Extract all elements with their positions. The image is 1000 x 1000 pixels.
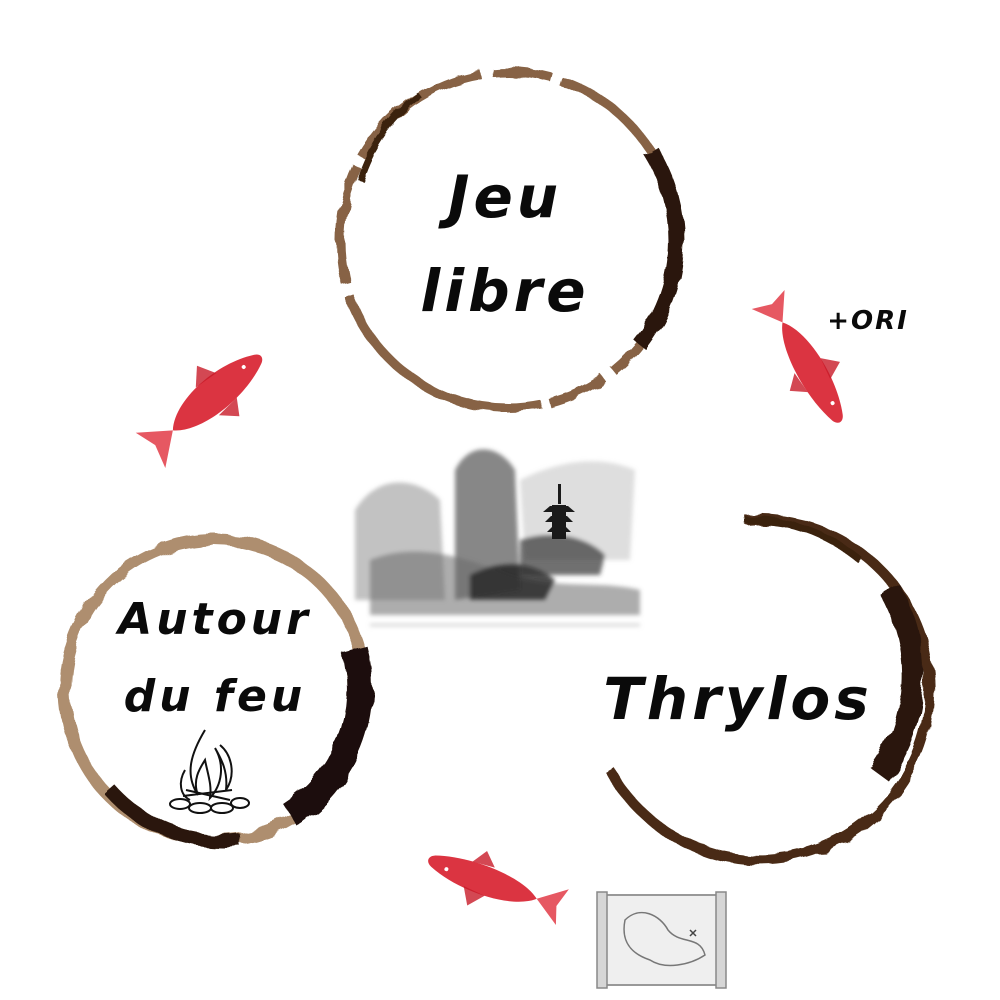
koi-fish-icon bbox=[135, 354, 263, 469]
node-left-label-line2: du feu bbox=[123, 671, 307, 722]
coffee-ring-top bbox=[335, 67, 685, 413]
node-top-label-line1: Jeu bbox=[447, 163, 563, 231]
node-right-label: Thrylos bbox=[603, 665, 873, 733]
node-top-label-line2: libre bbox=[420, 257, 590, 325]
annotation-label: +ORI bbox=[827, 306, 909, 336]
campfire-icon bbox=[169, 729, 250, 814]
koi-fish-icon bbox=[751, 289, 843, 423]
ink-landscape-icon bbox=[355, 449, 640, 627]
scroll-map-icon bbox=[596, 891, 727, 989]
coffee-ring-right bbox=[605, 514, 935, 865]
koi-fish-icon bbox=[428, 850, 569, 925]
node-left-label-line1: Autour bbox=[118, 594, 312, 645]
coffee-ring-left bbox=[59, 534, 373, 848]
